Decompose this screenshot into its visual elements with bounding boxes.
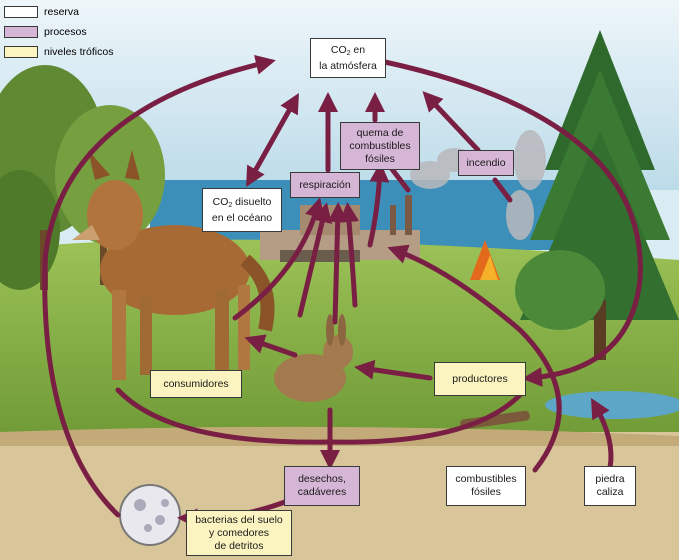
box-desechos-cadaveres: desechos, cadáveres bbox=[284, 466, 360, 506]
quema-line3: fósiles bbox=[365, 153, 395, 166]
box-co2-oceano: CO2 disuelto en el océano bbox=[202, 188, 282, 232]
quema-line1: quema de bbox=[357, 127, 404, 140]
co2-atmosfera-text-b: en bbox=[351, 44, 366, 56]
box-quema-combustibles: quema de combustibles fósiles bbox=[340, 122, 420, 170]
piedra-line2: caliza bbox=[597, 486, 624, 499]
box-consumidores: consumidores bbox=[150, 370, 242, 398]
legend-row-niveles: niveles tróficos bbox=[4, 44, 113, 60]
bacterias-line3: de detritos bbox=[214, 540, 263, 553]
co2-oceano-text: CO bbox=[213, 196, 229, 208]
legend-label-niveles-troficos: niveles tróficos bbox=[44, 46, 113, 58]
combustibles-line2: fósiles bbox=[471, 486, 501, 499]
legend-swatch-niveles-troficos bbox=[4, 46, 38, 58]
legend: reserva procesos niveles tróficos bbox=[4, 4, 113, 64]
combustibles-line1: combustibles bbox=[455, 473, 516, 486]
piedra-line1: piedra bbox=[595, 473, 624, 486]
legend-swatch-reserva bbox=[4, 6, 38, 18]
desechos-line2: cadáveres bbox=[298, 486, 346, 499]
legend-row-reserva: reserva bbox=[4, 4, 113, 20]
box-combustibles-fosiles: combustibles fósiles bbox=[446, 466, 526, 506]
box-productores: productores bbox=[434, 362, 526, 396]
box-co2-atmosfera: CO2 en la atmósfera bbox=[310, 38, 386, 78]
productores-label: productores bbox=[452, 373, 507, 386]
bacterias-line1: bacterias del suelo bbox=[195, 514, 283, 527]
bacterias-line2: y comedores bbox=[209, 527, 269, 540]
box-bacterias: bacterias del suelo y comedores de detri… bbox=[186, 510, 292, 556]
legend-swatch-procesos bbox=[4, 26, 38, 38]
legend-label-procesos: procesos bbox=[44, 26, 87, 38]
co2-atmosfera-line2: la atmósfera bbox=[319, 60, 377, 73]
box-respiracion: respiración bbox=[290, 172, 360, 198]
bacteria-magnified-icon bbox=[120, 485, 180, 545]
box-incendio: incendio bbox=[458, 150, 514, 176]
desechos-line1: desechos, bbox=[298, 473, 346, 486]
legend-label-reserva: reserva bbox=[44, 6, 79, 18]
co2-atmosfera-text: CO bbox=[331, 44, 347, 56]
respiracion-label: respiración bbox=[299, 179, 350, 192]
box-piedra-caliza: piedra caliza bbox=[584, 466, 636, 506]
quema-line2: combustibles bbox=[349, 140, 410, 153]
incendio-label: incendio bbox=[466, 157, 505, 170]
pond bbox=[545, 391, 679, 419]
co2-oceano-line2: en el océano bbox=[212, 212, 272, 225]
co2-oceano-text-b: disuelto bbox=[232, 196, 271, 208]
legend-row-procesos: procesos bbox=[4, 24, 113, 40]
consumidores-label: consumidores bbox=[163, 378, 228, 391]
